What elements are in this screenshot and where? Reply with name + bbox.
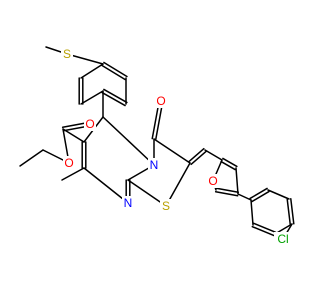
atom-labels: S O O O N N S O [61,47,292,246]
single-bond [267,189,290,200]
double-bond-line [190,150,207,166]
double-bond-line [290,198,295,225]
double-bond-line [249,187,268,200]
double-bond-line [215,187,240,193]
atom-o-furan: O [207,174,219,188]
atom-label-o-ester-carbonyl: O [85,117,94,131]
double-bond-line [251,190,270,203]
atom-label-n-fused: N [150,158,159,172]
single-bond [235,167,239,195]
double-bond-line [220,160,236,171]
atom-label-o-oxo: O [156,94,165,108]
atom-label-cl: Cl [277,232,288,246]
double-bond-line [222,157,238,168]
atom-label-s-thiazole: S [162,199,170,213]
atom-label-n-imine: N [124,196,133,210]
double-bond-line [251,225,276,237]
double-bond-line [103,88,128,104]
single-bond [102,116,155,166]
single-bond [165,162,191,207]
atom-cl: Cl [274,232,292,246]
bond-lines [19,46,295,240]
atom-s-methylthio: S [61,47,73,61]
single-bond [19,149,44,167]
atom-n-imine: N [122,196,134,210]
double-bond-line [252,222,277,234]
single-bond [153,138,191,164]
atom-o-ester-carbonyl: O [84,117,96,131]
single-bond [83,167,129,204]
double-bond-line [286,198,291,225]
atom-o-oxo: O [155,94,167,108]
double-bond-line [101,64,126,81]
atom-s-thiazole: S [160,199,172,213]
double-bond-line [101,91,126,107]
single-bond [237,193,252,201]
single-bond [80,90,104,105]
single-bond [204,149,223,161]
atom-label-o-furan: O [208,174,217,188]
atom-o-ester-ether: O [63,156,75,170]
double-bond-line [188,147,205,163]
single-bond [250,199,254,226]
single-bond [127,179,167,207]
atom-n-fused: N [148,158,160,172]
single-bond [62,128,85,143]
atom-label-o-ester-ether: O [64,156,73,170]
atom-label-s-methylthio: S [63,47,71,61]
double-bond-line [103,61,128,78]
single-bond [61,167,85,181]
molecule-structure: S O O O N N S O [19,46,295,246]
single-bond [80,63,104,79]
double-bond-line [214,191,239,197]
